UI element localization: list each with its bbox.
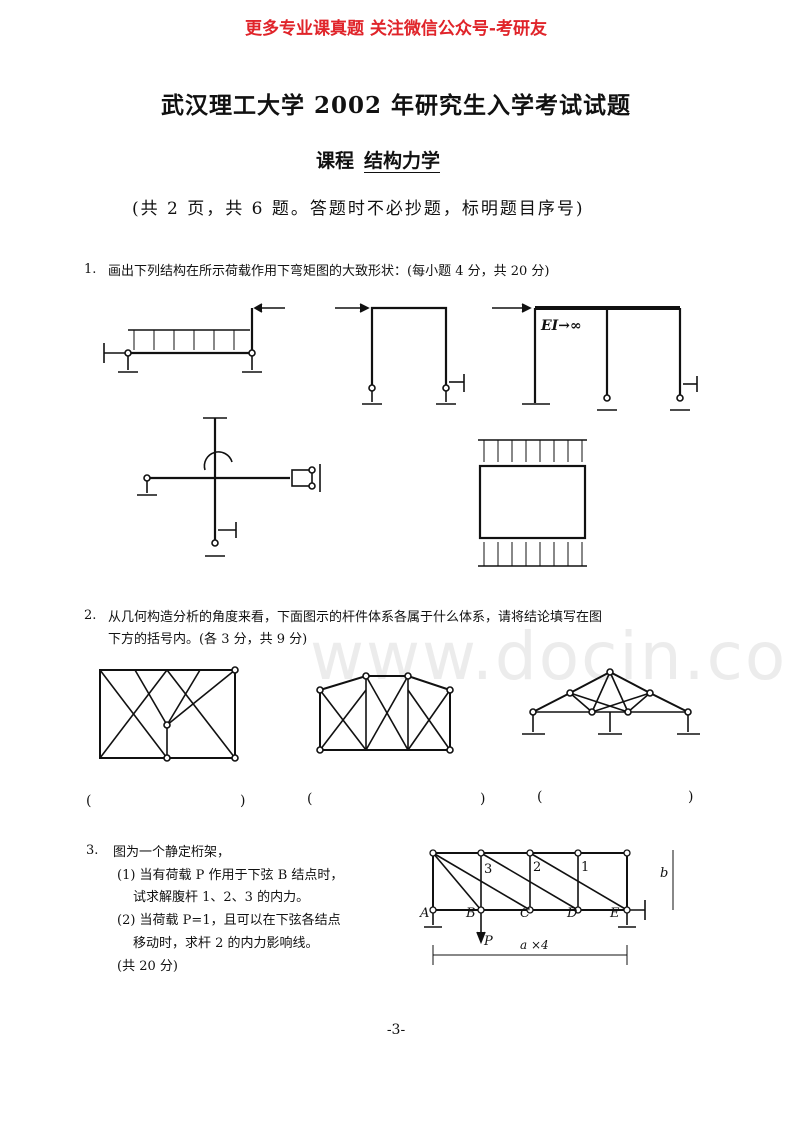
q2-fig1-rect [99, 666, 239, 762]
q1-number: 1. [84, 262, 97, 277]
node-e: E [610, 906, 620, 921]
member-3: 3 [484, 862, 493, 877]
answer-bracket-open-2: ( [307, 791, 313, 807]
page-title: 武汉理工大学 2002 年研究生入学考试试题 [160, 92, 632, 119]
q2-line2: 下方的括号内。(各 3 分，共 9 分) [108, 632, 308, 647]
member-1: 1 [581, 860, 590, 875]
q3-line3: 试求解腹杆 1、2、3 的内力。 [133, 890, 310, 905]
course-name: 结构力学 [364, 150, 441, 173]
q3-line5: 移动时，求杆 2 的内力影响线。 [133, 936, 319, 951]
exam-note: (共 2 页，共 6 题。答题时不必抄题，标明题目序号) [132, 199, 585, 219]
course-label: 课程 [316, 150, 355, 172]
q1-fig4-cross [137, 417, 321, 557]
node-b: B [466, 906, 476, 921]
q1-fig2-frame [335, 303, 465, 405]
answer-bracket-close-1: ) [240, 793, 246, 809]
banner: 更多专业课真题 关注微信公众号-考研友 [245, 19, 547, 39]
member-2: 2 [533, 860, 542, 875]
node-c: C [520, 906, 530, 921]
q1-fig5-box [478, 439, 587, 567]
answer-bracket-open-3: ( [537, 789, 543, 805]
answer-bracket-close-2: ) [480, 791, 486, 807]
q2-line1: 从几何构造分析的角度来看，下面图示的杆件体系各属于什么体系，请将结论填写在图 [108, 610, 603, 625]
q3-line4: (2) 当荷载 P=1，且可以在下弦各结点 [117, 913, 341, 928]
height-b: b [660, 866, 669, 881]
node-d: D [567, 906, 578, 921]
course-line: 课程结构力学 [316, 146, 441, 173]
node-a: A [420, 906, 430, 921]
q3-line2: (1) 当有荷载 P 作用于下弦 B 结点时， [117, 868, 344, 883]
q3-number: 3. [86, 843, 99, 858]
q1-fig3-frame [492, 303, 698, 411]
watermark: www.docin.com [310, 618, 792, 695]
answer-bracket-close-3: ) [688, 789, 694, 805]
span-label: a ×4 [520, 938, 549, 952]
q3-line6: (共 20 分) [117, 959, 178, 974]
q1-text: 画出下列结构在所示荷载作用下弯矩图的大致形状：(每小题 4 分，共 20 分) [108, 264, 550, 279]
q2-fig2-truss [316, 672, 454, 754]
q2-number: 2. [84, 608, 97, 623]
page-number: -3- [386, 1022, 406, 1038]
answer-bracket-open-1: ( [86, 793, 92, 809]
load-p: P [484, 934, 493, 949]
q2-fig3-arch-truss [522, 668, 700, 735]
q1-ei-label: EI→∞ [541, 318, 582, 334]
q1-fig1-beam [103, 303, 285, 373]
q3-line1: 图为一个静定桁架， [113, 845, 231, 860]
q3-truss [424, 849, 674, 965]
